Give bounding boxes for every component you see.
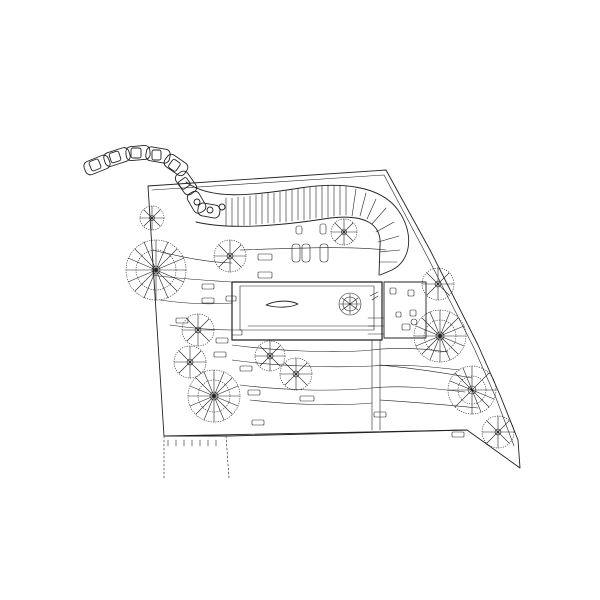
lower-boundary [163,429,468,437]
tree-canopy [254,340,286,372]
tree-canopy [447,365,497,415]
car-icon [163,153,189,177]
car-icon [103,147,131,167]
tree-canopy [413,309,467,363]
car-icon [125,144,151,162]
car-icon [83,154,111,176]
tree-canopy [181,313,215,347]
parked-cars [83,144,226,219]
canoe-icon [265,300,299,308]
parked-small-car [319,223,327,235]
tree-canopy [330,218,358,246]
main-building-inner [239,285,375,331]
car-icon [186,190,207,214]
tree-canopy [481,415,515,449]
parking-area [291,223,329,263]
main-building [231,281,383,341]
parked-small-car [295,225,303,235]
driveway-hatching [225,184,401,263]
lot-boundary-inner [151,174,515,447]
parked-small-car [291,243,301,263]
east-courtyard [383,281,427,339]
car-icon [174,170,198,196]
stepping-stones [175,253,465,438]
left-fence-2 [225,435,230,479]
tree-canopy [139,205,165,231]
tree-canopy [421,267,455,301]
parked-small-car [301,243,311,263]
tree-canopy [213,239,247,273]
trees [125,205,515,449]
tree-canopy [173,345,207,379]
walkway [367,317,385,431]
contour-lines [151,247,479,409]
fence-ticks [167,439,217,447]
round-table-icon [338,292,362,316]
courtyard-seating [389,287,418,331]
tree-canopy [279,357,313,391]
lot-boundary [147,169,521,469]
plant-marker-icon [369,291,379,301]
driveway-bollard-icon [218,203,226,211]
driveway-inner-edge [195,216,381,276]
tree-canopy [187,369,241,423]
car-icon [145,146,171,164]
driveway-outer-edge [185,181,410,276]
tree-canopy [125,239,187,301]
car-icon [197,202,221,219]
parked-small-car [319,243,329,263]
